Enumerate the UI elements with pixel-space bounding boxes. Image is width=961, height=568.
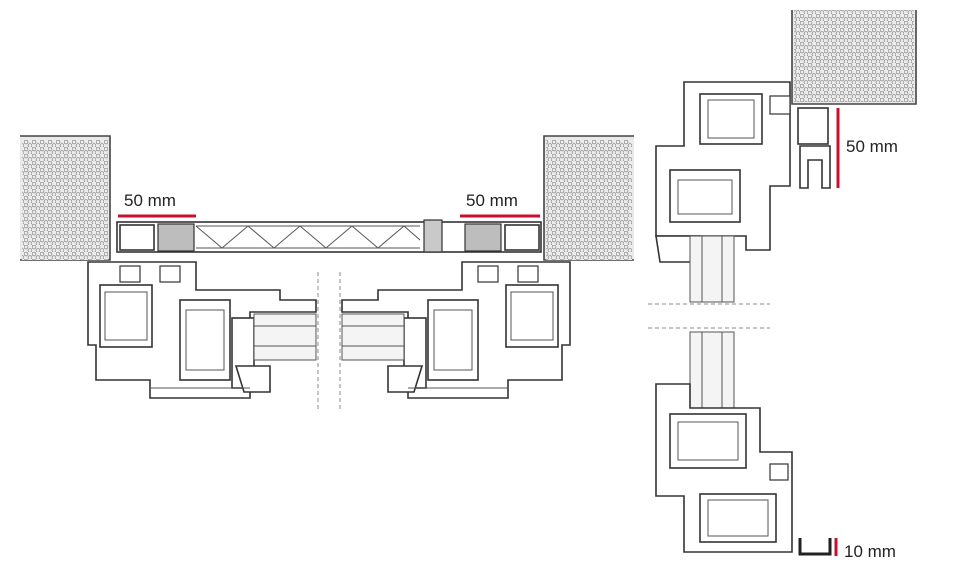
upper-frame-profile [655, 81, 791, 263]
horizontal-section: 50 mm 50 mm [20, 135, 634, 410]
side-top-gap-label: 50 mm [846, 137, 898, 156]
sill-gap-bracket [798, 538, 832, 556]
left-gap-label: 50 mm [124, 191, 176, 210]
side-bottom-gap-label: 10 mm [844, 542, 896, 561]
left-frame-profile [87, 261, 317, 399]
right-gap-label: 50 mm [466, 191, 518, 210]
right-frame-profile [341, 261, 571, 399]
top-cover-strip [116, 219, 542, 253]
lintel-wall [791, 10, 917, 105]
left-wall [20, 135, 111, 261]
vertical-section: 50 mm 10 mm [648, 10, 917, 561]
lower-frame-profile [655, 383, 793, 553]
right-wall [543, 135, 634, 261]
